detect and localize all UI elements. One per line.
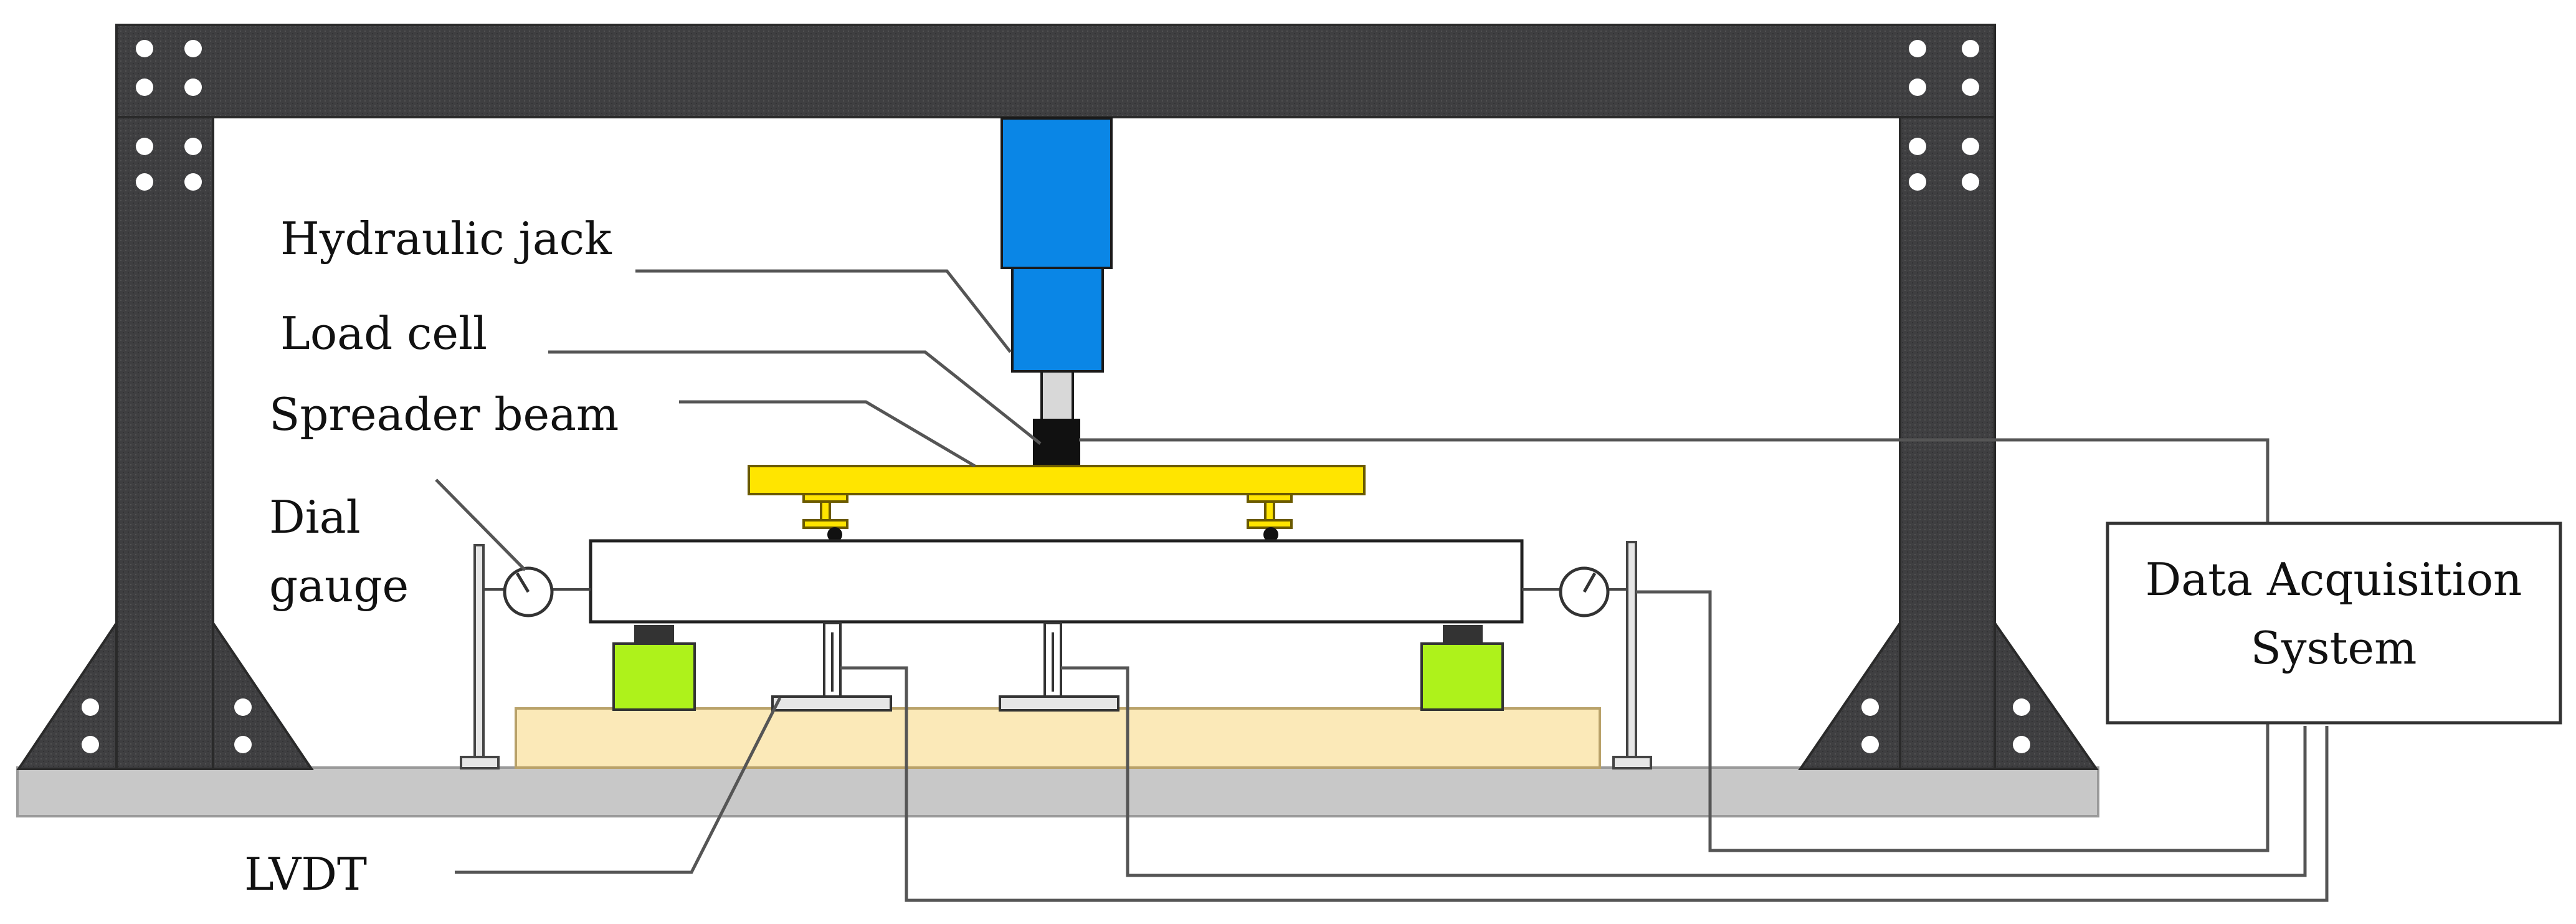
frame-top-beam [115,24,1996,118]
frame-right-column [1899,116,1996,770]
label-spreader-beam: Spreader beam [269,388,619,441]
dial-gauge-left [503,566,554,617]
frame-left-column [115,116,214,770]
dial-gauge-right [1559,566,1610,617]
data-acquisition-box [2106,522,2562,725]
frame-left-gusset-outer [16,619,118,770]
frame-right-gusset-outer [1994,619,2099,770]
label-hydraulic-jack: Hydraulic jack [280,212,612,265]
support-left [612,625,696,711]
lvdt-right [999,622,1119,712]
load-point-left [827,527,842,542]
load-cell [1033,419,1080,465]
hydraulic-jack [1000,117,1113,422]
frame-bolts [82,40,2030,753]
dial-stand-right [1522,541,1652,769]
frame-right-gusset-inner [1798,619,1901,770]
spreader-supports [802,493,1293,529]
daq-label-line1: Data Acquisition [2146,553,2522,606]
test-specimen [589,539,1524,624]
label-load-cell: Load cell [280,307,487,360]
label-dial-gauge-line2: gauge [269,560,409,612]
floor-slab [16,766,2099,817]
label-dial-gauge-line1: Dial [269,491,361,543]
label-lvdt: LVDT [244,848,367,900]
spreader-beam [748,465,1366,495]
daq-label-line2: System [2251,622,2417,674]
base-plate [515,707,1601,769]
reaction-frame [16,24,2099,770]
leader-lines [435,269,1042,874]
frame-left-gusset-inner [212,619,314,770]
data-cables [840,438,2329,902]
support-right [1420,625,1504,711]
lvdt-left [771,622,892,712]
load-point-right [1263,527,1278,542]
